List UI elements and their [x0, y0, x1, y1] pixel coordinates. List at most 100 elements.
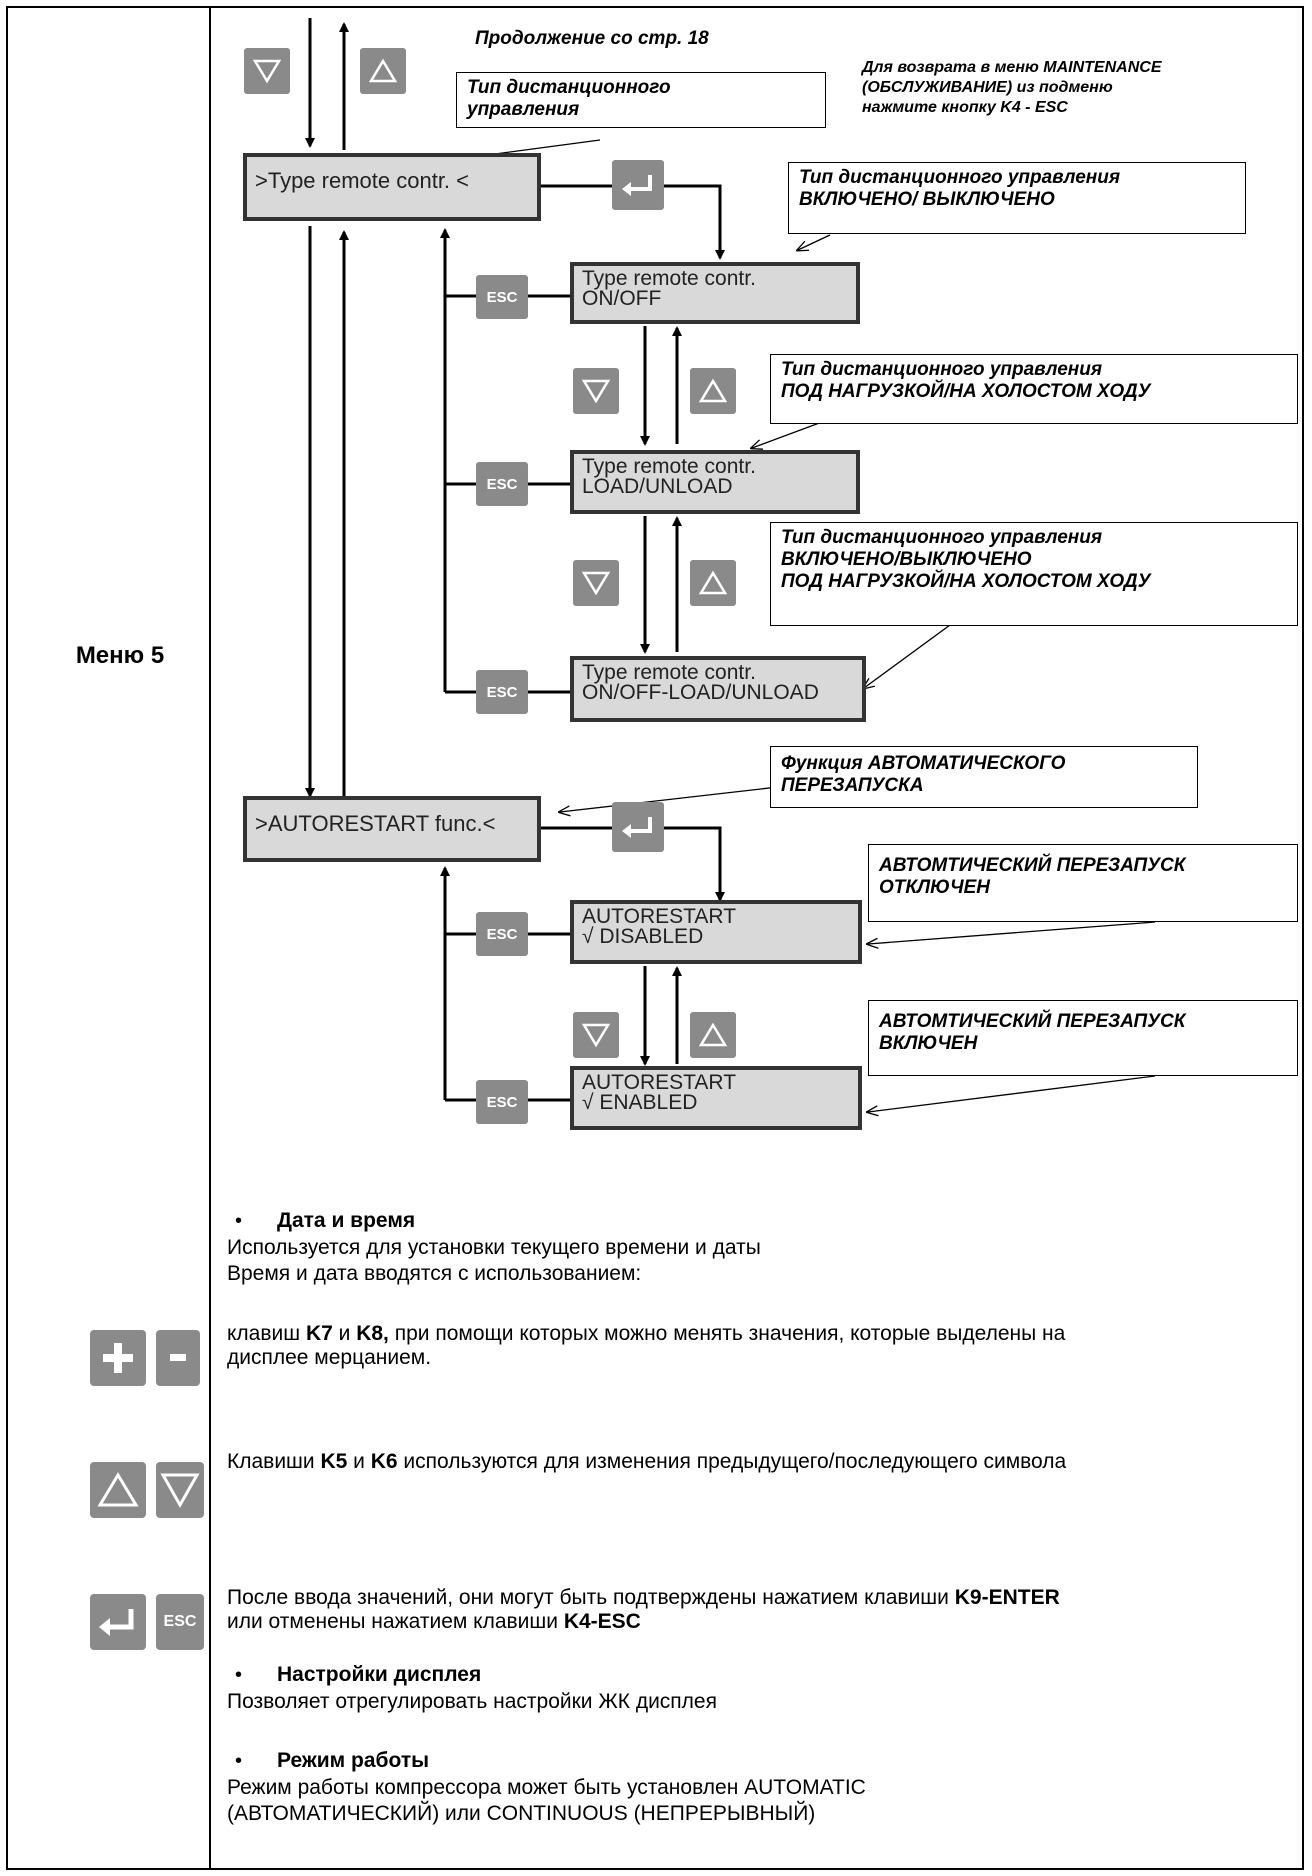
down-key[interactable]: [573, 1012, 619, 1058]
up-triangle-icon: [698, 570, 728, 595]
lcd-text: >AUTORESTART func.<: [255, 811, 496, 836]
k7-k8-text: клавиш K7 и K8, при помощи которых можно…: [227, 1322, 1287, 1370]
return-info-line: нажмите кнопку K4 - ESC: [862, 99, 1068, 116]
up-triangle-icon: [368, 58, 398, 83]
down-triangle-icon: [581, 1023, 611, 1048]
page-frame: [6, 6, 1304, 1870]
return-info-note: Для возврата в меню MAINTENANCE (ОБСЛУЖИ…: [862, 58, 1162, 118]
plus-icon: [103, 1343, 133, 1373]
text-fragment: и: [332, 1322, 357, 1345]
note-text: АВТОМТИЧЕСКИЙ ПЕРЕЗАПУСК: [879, 1011, 1186, 1032]
continuation-note: Продолжение со стр. 18: [475, 28, 709, 49]
lcd-text: Type remote contr.: [582, 267, 756, 290]
plus-key[interactable]: [90, 1330, 146, 1386]
text-fragment: используются для изменения предыдущего/п…: [397, 1450, 1067, 1473]
up-triangle-icon: [698, 1022, 728, 1047]
up-key[interactable]: [690, 1012, 736, 1058]
lcd-autorestart[interactable]: >AUTORESTART func.<: [243, 796, 541, 862]
lcd-text: AUTORESTART: [582, 1071, 737, 1094]
note-box-combo: Тип дистанционного управления ВКЛЮЧЕНО/В…: [770, 522, 1298, 626]
note-text: Функция АВТОМАТИЧЕСКОГО: [781, 753, 1066, 774]
k5-k6-text: Клавиши K5 и K6 используются для изменен…: [227, 1450, 1287, 1474]
note-text: ПОД НАГРУЗКОЙ/НА ХОЛОСТОМ ХОДУ: [781, 571, 1151, 592]
lcd-type-remote[interactable]: >Type remote contr. <: [243, 153, 541, 221]
lcd-text: Type remote contr.: [582, 661, 756, 684]
note-box-disabled: АВТОМТИЧЕСКИЙ ПЕРЕЗАПУСК ОТКЛЮЧЕН: [868, 844, 1298, 922]
up-triangle-icon: [97, 1472, 139, 1507]
note-box-load-unload: Тип дистанционного управления ПОД НАГРУЗ…: [770, 354, 1298, 424]
note-text: ОТКЛЮЧЕН: [879, 877, 990, 898]
enter-icon: [622, 817, 652, 838]
lcd-onoff[interactable]: Type remote contr. ON/OFF: [570, 262, 860, 324]
mode-text-1: Режим работы компрессора может быть уста…: [227, 1776, 866, 1799]
key-ref: K4-ESC: [563, 1610, 641, 1633]
section-heading-mode: Режим работы: [277, 1749, 430, 1772]
bullet: •: [235, 1750, 243, 1772]
down-key[interactable]: [573, 560, 619, 606]
text-fragment: После ввода значений, они могут быть под…: [227, 1586, 955, 1609]
up-triangle-icon: [698, 378, 728, 403]
note-text: Тип дистанционного управления: [799, 167, 1121, 188]
note-text: ВКЛЮЧЕНО/ВЫКЛЮЧЕНО: [781, 549, 1032, 570]
lcd-text: >Type remote contr. <: [255, 168, 470, 193]
lcd-text: AUTORESTART: [582, 905, 737, 928]
up-key[interactable]: [690, 368, 736, 414]
enter-key[interactable]: [612, 802, 664, 852]
down-triangle-icon: [581, 571, 611, 596]
enter-esc-text: После ввода значений, они могут быть под…: [227, 1586, 1287, 1634]
esc-key[interactable]: ESC: [476, 912, 528, 956]
text-fragment: Клавиши: [227, 1450, 321, 1473]
up-key[interactable]: [360, 48, 406, 94]
enter-key[interactable]: [612, 160, 664, 210]
text-fragment: и: [347, 1450, 371, 1473]
lcd-autorestart-enabled[interactable]: AUTORESTART √ ENABLED: [570, 1066, 862, 1130]
key-ref: K7: [305, 1322, 333, 1345]
esc-key[interactable]: ESC: [156, 1594, 204, 1650]
column-divider: [209, 6, 211, 1870]
menu-label: Меню 5: [75, 642, 165, 669]
note-text: ПОД НАГРУЗКОЙ/НА ХОЛОСТОМ ХОДУ: [781, 381, 1151, 402]
down-triangle-icon: [581, 379, 611, 404]
esc-key[interactable]: ESC: [476, 670, 528, 714]
lcd-text: ON/OFF: [582, 287, 662, 310]
note-box-type-remote: Тип дистанционного управления: [456, 72, 826, 128]
lcd-onoff-load-unload[interactable]: Type remote contr. ON/OFF-LOAD/UNLOAD: [570, 656, 866, 722]
enter-key[interactable]: [90, 1594, 146, 1650]
up-key[interactable]: [690, 560, 736, 606]
down-key[interactable]: [156, 1462, 204, 1518]
note-text: Тип дистанционного управления: [781, 527, 1103, 548]
key-ref: K6: [370, 1450, 398, 1473]
lcd-text: Type remote contr.: [582, 455, 756, 478]
lcd-text: √ ENABLED: [582, 1091, 698, 1114]
key-ref: K9-ENTER: [954, 1586, 1060, 1609]
down-key[interactable]: [244, 48, 290, 94]
note-box-autorestart: Функция АВТОМАТИЧЕСКОГО ПЕРЕЗАПУСКА: [770, 746, 1198, 808]
note-text: ВКЛЮЧЕН: [879, 1033, 978, 1054]
note-text: Тип дистанционного: [467, 77, 671, 98]
minus-key[interactable]: [156, 1330, 200, 1386]
display-text: Позволяет отрегулировать настройки ЖК ди…: [227, 1690, 717, 1713]
down-key[interactable]: [573, 368, 619, 414]
down-triangle-icon: [160, 1473, 200, 1509]
note-text: АВТОМТИЧЕСКИЙ ПЕРЕЗАПУСК: [879, 855, 1186, 876]
bullet: •: [235, 1664, 243, 1686]
esc-key[interactable]: ESC: [476, 462, 528, 506]
lcd-load-unload[interactable]: Type remote contr. LOAD/UNLOAD: [570, 450, 860, 514]
esc-key[interactable]: ESC: [476, 275, 528, 319]
return-info-line: Для возврата в меню MAINTENANCE: [862, 59, 1162, 76]
enter-icon: [622, 175, 652, 196]
down-triangle-icon: [252, 59, 282, 84]
section-heading-date: Дата и время: [277, 1209, 416, 1232]
date-line-2: Время и дата вводятся с использованием:: [227, 1262, 642, 1285]
text-fragment: дисплее мерцанием.: [227, 1346, 432, 1369]
up-key[interactable]: [90, 1462, 146, 1518]
section-heading-display: Настройки дисплея: [277, 1663, 482, 1686]
text-fragment: клавиш: [227, 1322, 306, 1345]
lcd-text: √ DISABLED: [582, 925, 704, 948]
lcd-autorestart-disabled[interactable]: AUTORESTART √ DISABLED: [570, 900, 862, 964]
esc-key[interactable]: ESC: [476, 1080, 528, 1124]
note-text: управления: [467, 99, 580, 120]
note-text: Тип дистанционного управления: [781, 359, 1103, 380]
date-line-1: Используется для установки текущего врем…: [227, 1236, 761, 1259]
